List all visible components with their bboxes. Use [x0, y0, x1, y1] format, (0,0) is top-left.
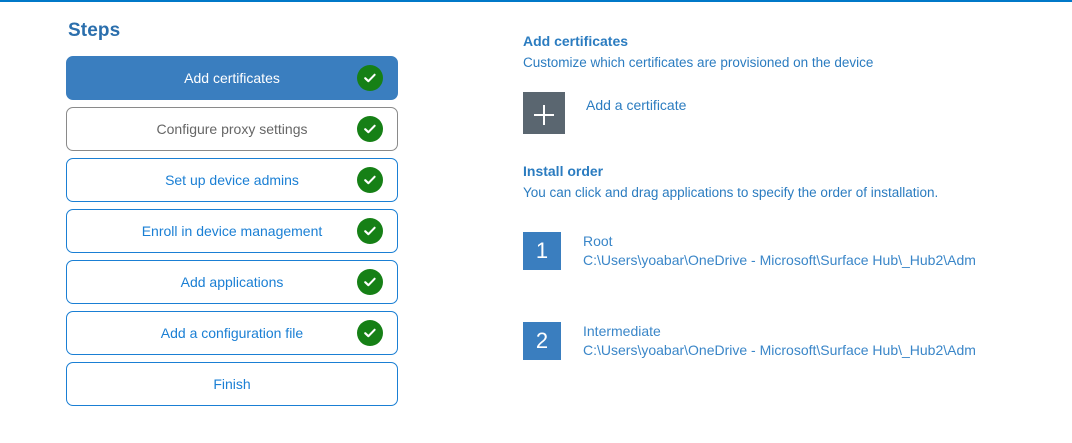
order-item-path: C:\Users\yoabar\OneDrive - Microsoft\Sur… — [583, 252, 976, 268]
check-circle-icon — [357, 65, 383, 91]
step-label: Finish — [213, 376, 251, 392]
top-accent-rule — [0, 0, 1072, 2]
detail-pane: Add certificates Customize which certifi… — [523, 32, 1023, 360]
order-number-badge: 2 — [523, 322, 561, 360]
step-label: Add a configuration file — [160, 325, 304, 341]
steps-panel: Steps Add certificates Configure proxy s… — [66, 20, 398, 406]
install-order-item[interactable]: 2 Intermediate C:\Users\yoabar\OneDrive … — [523, 322, 1023, 360]
step-item-finish[interactable]: Finish — [66, 362, 398, 406]
order-item-name: Root — [583, 233, 613, 249]
install-order-heading: Install order — [523, 163, 604, 179]
check-circle-icon — [357, 320, 383, 346]
order-number-badge: 1 — [523, 232, 561, 270]
step-label: Configure proxy settings — [156, 121, 308, 137]
add-certificates-subtitle: Customize which certificates are provisi… — [523, 55, 874, 70]
plus-icon[interactable] — [523, 92, 565, 134]
install-order-item[interactable]: 1 Root C:\Users\yoabar\OneDrive - Micros… — [523, 232, 1023, 270]
step-label: Set up device admins — [165, 172, 299, 188]
step-item-set-up-device-admins[interactable]: Set up device admins — [66, 158, 398, 202]
order-item-text: Root C:\Users\yoabar\OneDrive - Microsof… — [583, 232, 1021, 270]
order-item-name: Intermediate — [583, 323, 661, 339]
step-label: Add certificates — [184, 70, 280, 86]
step-item-add-a-configuration-file[interactable]: Add a configuration file — [66, 311, 398, 355]
install-order-section: Install order You can click and drag app… — [523, 162, 1023, 360]
check-circle-icon — [357, 269, 383, 295]
order-item-path: C:\Users\yoabar\OneDrive - Microsoft\Sur… — [583, 342, 976, 358]
add-a-certificate-row: Add a certificate — [523, 92, 1023, 134]
step-label: Enroll in device management — [141, 223, 323, 239]
order-item-text: Intermediate C:\Users\yoabar\OneDrive - … — [583, 322, 1021, 360]
steps-list: Add certificates Configure proxy setting… — [66, 56, 398, 406]
check-circle-icon — [357, 218, 383, 244]
add-a-certificate-label[interactable]: Add a certificate — [586, 97, 687, 113]
step-item-add-certificates[interactable]: Add certificates — [66, 56, 398, 100]
add-certificates-section: Add certificates Customize which certifi… — [523, 32, 1023, 134]
install-order-subtitle: You can click and drag applications to s… — [523, 185, 939, 200]
add-certificates-heading: Add certificates — [523, 33, 629, 49]
step-item-add-applications[interactable]: Add applications — [66, 260, 398, 304]
step-item-configure-proxy-settings[interactable]: Configure proxy settings — [66, 107, 398, 151]
step-item-enroll-in-device-management[interactable]: Enroll in device management — [66, 209, 398, 253]
step-label: Add applications — [180, 274, 284, 290]
steps-title: Steps — [68, 20, 121, 41]
install-order-list: 1 Root C:\Users\yoabar\OneDrive - Micros… — [523, 232, 1023, 360]
check-circle-icon — [357, 167, 383, 193]
check-circle-icon — [357, 116, 383, 142]
